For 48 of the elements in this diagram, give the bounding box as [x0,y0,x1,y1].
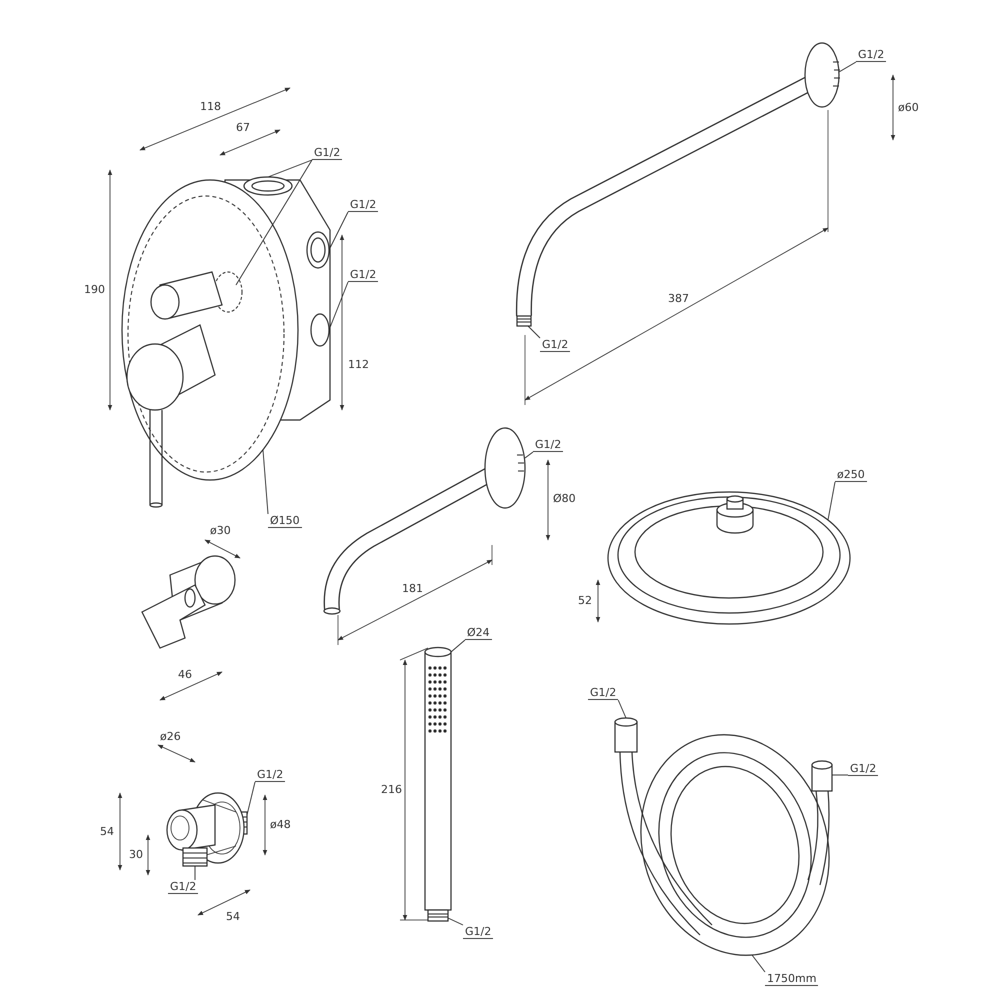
dimension-label: 190 [84,283,105,296]
callout-label: G1/2 [588,686,618,700]
callout-label: G1/2 [463,925,494,939]
callout-label: Ø24 [465,626,492,640]
leader-line [246,782,256,816]
dimension-label: 54 [226,910,240,923]
callout-label: G1/2 [533,438,564,452]
leader-line [450,640,466,652]
callout-label: Ø150 [268,514,302,528]
dimension-label: 30 [129,848,143,861]
callout-label: G1/2 [348,268,378,282]
leader-line [328,212,348,250]
dimension-label: 67 [236,121,250,134]
callout-label: ø250 [835,468,867,482]
dimension-label: 216 [381,783,402,796]
dimension-label: 52 [578,594,592,607]
dimension-label: 54 [100,825,114,838]
leader-line [194,866,196,880]
leader-line [618,700,626,718]
dimension-label: ø30 [210,524,231,537]
leader-line [236,160,312,286]
dimension-label: ø26 [160,730,181,743]
callout-label: G1/2 [856,48,886,62]
leader-line [524,452,534,458]
leader-line [528,326,540,338]
leader-line [752,954,766,972]
callout-label: G1/2 [168,880,198,894]
callout-label: 1750mm [765,972,818,986]
leader-line [268,160,312,178]
callout-label: G1/2 [540,338,570,352]
callout-label: G1/2 [312,146,342,160]
leader-line [838,62,856,72]
dimension-label: 387 [668,292,689,305]
dimension-label: ø48 [270,818,291,831]
callout-label: G1/2 [848,762,878,776]
leader-line [832,774,848,776]
dimension-label: 46 [178,668,192,681]
callout-label: G1/2 [255,768,286,782]
callout-label: G1/2 [348,198,378,212]
dimension-label: 181 [402,582,423,595]
dimension-label: 118 [200,100,221,113]
dimension-label: ø60 [898,101,919,114]
dimension-label: Ø80 [553,492,576,505]
dimension-label: 112 [348,358,369,371]
leader-line [828,482,836,520]
leader-line [448,918,464,926]
leader-line [328,282,348,330]
leader-line [262,450,268,514]
